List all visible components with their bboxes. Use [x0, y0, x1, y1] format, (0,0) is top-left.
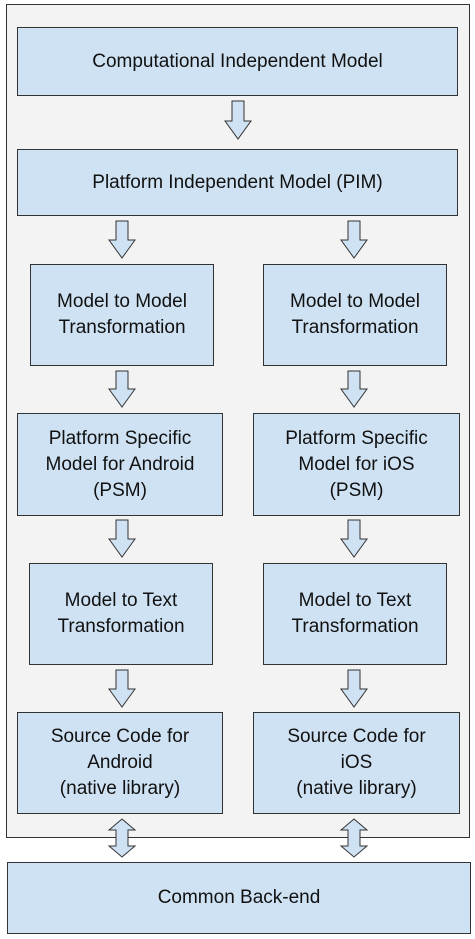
- down-arrow-icon: [340, 370, 368, 408]
- source-code-ios-box: Source Code for iOS (native library): [253, 712, 460, 814]
- model-to-model-right-box: Model to Model Transformation: [263, 264, 447, 366]
- model-to-text-right-box: Model to Text Transformation: [263, 563, 447, 665]
- bidirectional-arrow-icon: [339, 818, 369, 858]
- down-arrow-icon: [108, 220, 136, 259]
- source-code-android-box: Source Code for Android (native library): [17, 712, 223, 814]
- model-to-text-left-box: Model to Text Transformation: [29, 563, 213, 665]
- down-arrow-icon: [340, 220, 368, 259]
- pim-box: Platform Independent Model (PIM): [17, 149, 458, 216]
- cim-box: Computational Independent Model: [17, 27, 458, 96]
- down-arrow-icon: [108, 370, 136, 408]
- down-arrow-icon: [340, 669, 368, 708]
- model-to-model-left-box: Model to Model Transformation: [30, 264, 214, 366]
- down-arrow-icon: [340, 519, 368, 558]
- common-backend-box: Common Back-end: [7, 862, 471, 934]
- bidirectional-arrow-icon: [107, 818, 137, 858]
- down-arrow-icon: [224, 100, 252, 140]
- psm-android-box: Platform Specific Model for Android (PSM…: [17, 413, 223, 516]
- psm-ios-box: Platform Specific Model for iOS (PSM): [253, 413, 460, 516]
- down-arrow-icon: [108, 519, 136, 558]
- down-arrow-icon: [108, 669, 136, 708]
